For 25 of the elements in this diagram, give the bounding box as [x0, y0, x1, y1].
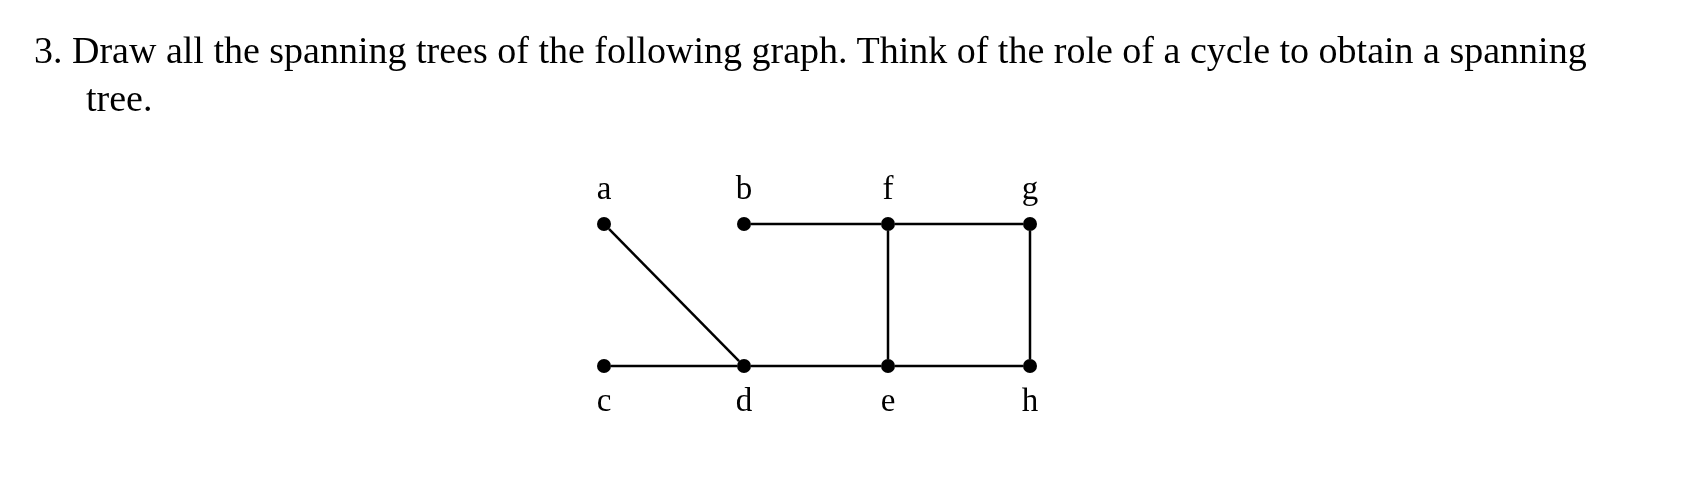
vertex-dot	[881, 217, 895, 231]
vertex-label: c	[595, 384, 613, 417]
vertex-dot	[597, 359, 611, 373]
vertex-label: f	[881, 172, 895, 205]
vertex-dot	[737, 217, 751, 231]
vertex-label: g	[1020, 172, 1040, 205]
vertex-dot	[881, 359, 895, 373]
vertex-label: e	[879, 384, 897, 417]
vertex-label: d	[734, 384, 754, 417]
graph-edge	[611, 364, 737, 368]
vertex-dot	[1023, 359, 1037, 373]
graph-edge	[895, 364, 1023, 368]
vertex-label: a	[595, 172, 613, 205]
graph-edge	[895, 222, 1023, 226]
vertex-dot	[1023, 217, 1037, 231]
problem-statement: 3. Draw all the spanning trees of the following graph. Think of the role of a cycle to obtain a spanning tree.	[34, 28, 1588, 121]
graph-edge	[608, 228, 740, 362]
vertex-label: h	[1020, 384, 1040, 417]
vertex-label: b	[734, 172, 754, 205]
vertex-dot	[737, 359, 751, 373]
graph-edge	[886, 231, 890, 359]
graph-edge	[751, 364, 881, 368]
vertex-dot	[597, 217, 611, 231]
graph-edge	[751, 222, 881, 226]
graph-edge	[1028, 231, 1032, 359]
